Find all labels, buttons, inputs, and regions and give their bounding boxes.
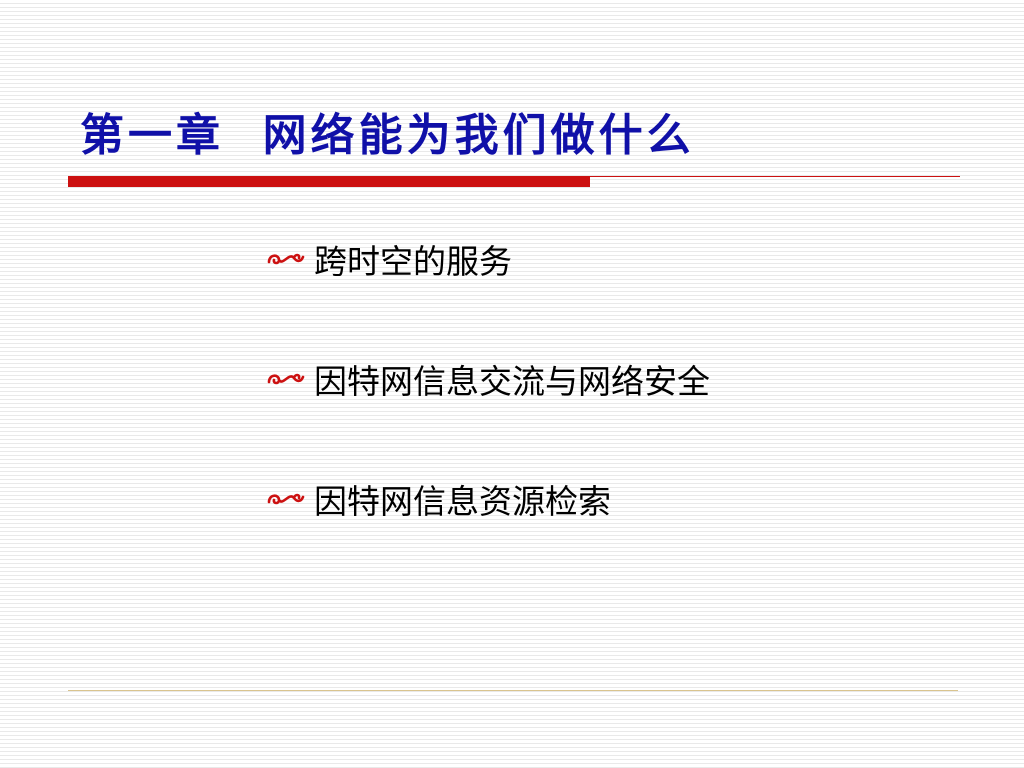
footer-divider <box>68 690 958 691</box>
bullet-text: 因特网信息交流与网络安全 <box>314 362 710 401</box>
bullet-list: 跨时空的服务 因特网信息交流与网络安全 因特网信息资源检索 <box>266 230 710 528</box>
bullet-text: 跨时空的服务 <box>314 242 512 281</box>
bullet-item: 因特网信息资源检索 <box>266 470 710 528</box>
title-underline-thick <box>68 176 590 187</box>
bullet-text: 因特网信息资源检索 <box>314 482 611 521</box>
swirl-bullet-icon <box>266 488 306 510</box>
slide-title: 第一章 网络能为我们做什么 <box>80 110 695 161</box>
bullet-item: 因特网信息交流与网络安全 <box>266 350 710 408</box>
bullet-item: 跨时空的服务 <box>266 230 710 288</box>
swirl-bullet-icon <box>266 368 306 390</box>
swirl-bullet-icon <box>266 248 306 270</box>
title-underline-thin <box>590 176 960 177</box>
